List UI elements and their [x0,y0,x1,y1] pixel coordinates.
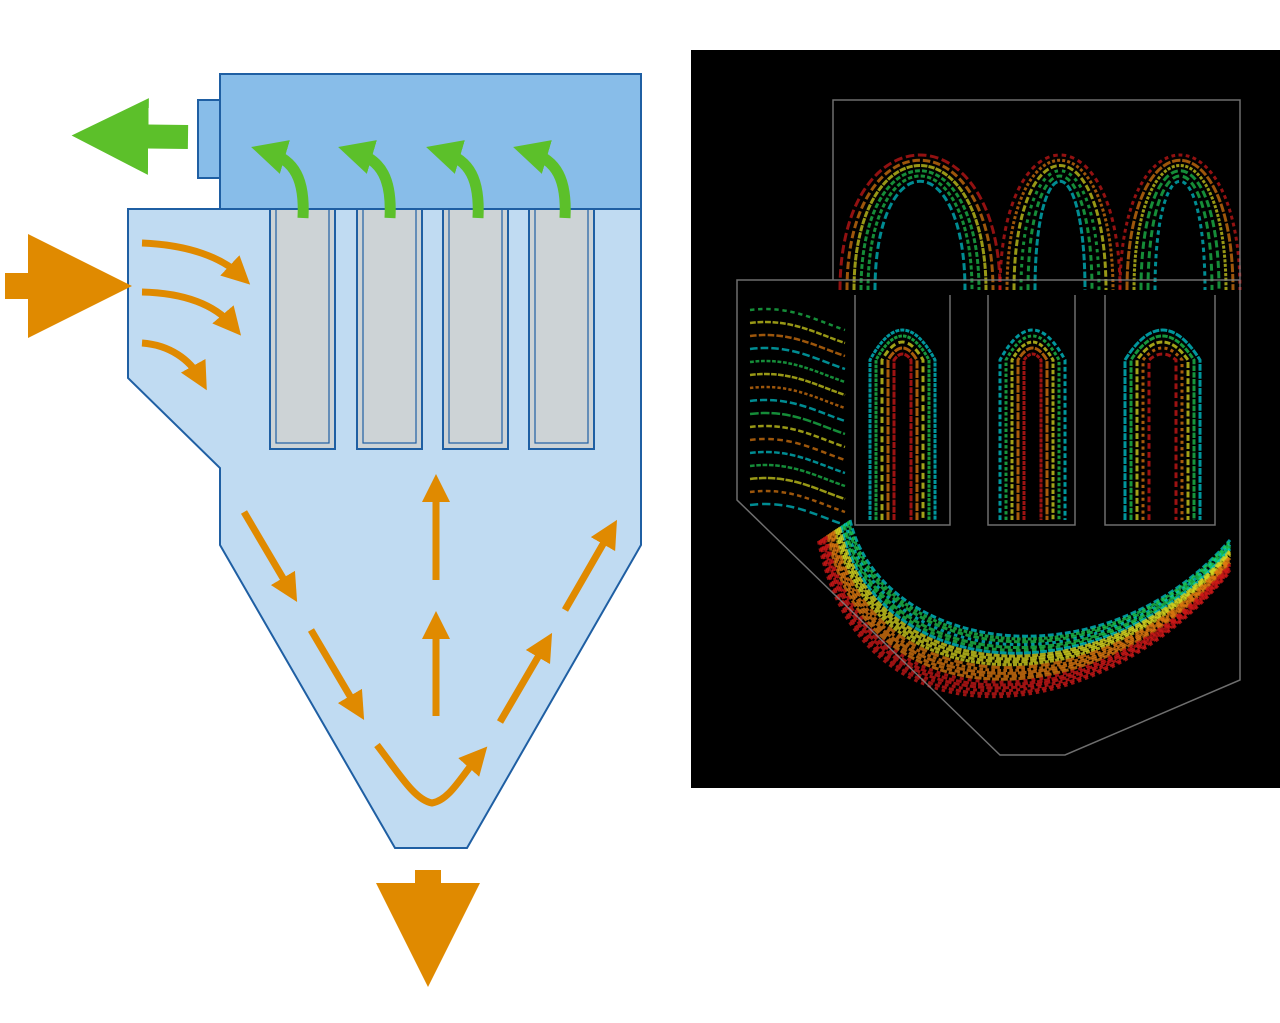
cfd-streamline [1146,174,1214,291]
cfd-streamline [749,333,846,358]
clean-air-plenum [219,73,642,210]
dirty-gas-arrows [5,234,617,987]
cfd-streamline [749,372,846,397]
cfd-streamline [848,519,1232,638]
cfd-streamline [835,528,1232,664]
cfd-streamline [1125,158,1235,291]
cfd-housing-outline [736,99,1241,756]
cfd-streamline [880,340,925,520]
cfd-bag-outline [987,295,1076,526]
schematic [5,73,642,987]
cfd-streamline [1141,346,1184,520]
flow-arrow [240,510,298,603]
clean-gas-arrows [71,98,571,219]
clean-gas-outlet-arrow [71,98,189,175]
cfd-streamline [749,450,846,475]
cfd-streamline [749,359,846,384]
cfd-streamline [749,437,846,462]
cfd-streamline [1033,180,1087,291]
cfd-streamline [873,179,967,291]
cfd-streamline [1005,158,1115,291]
cfd-streamline [749,463,846,488]
cfd-streamline [838,153,1002,291]
cfd-streamline [1118,153,1242,291]
cfd-streamline [1004,334,1061,520]
filter-bag [269,208,336,450]
cfd-streamline [1016,346,1049,520]
cfd-streamline [892,352,913,520]
cfd-streamline [826,534,1232,681]
cfd-streamline [824,535,1232,684]
clean-gas-arrow [426,140,484,219]
cfd-streamline [1139,169,1221,291]
flow-arrow [141,239,251,285]
cfd-streamline [847,520,1232,641]
cfd-streamline [818,539,1232,696]
cfd-bag-outline [854,295,951,526]
cfd-geometry-outline [736,99,1241,756]
cfd-streamline [845,521,1232,644]
cfd-streamline [868,328,937,520]
cfd-streamline [1012,164,1108,291]
cfd-streamlines [749,153,1242,699]
flow-arrow [561,519,617,612]
cfd-streamline [823,536,1232,687]
cfd-streamline [817,540,1232,699]
cfd-streamline [749,502,846,527]
cfd-streamline [844,522,1232,647]
cfd-streamline [852,164,988,291]
cfd-streamline [1123,328,1202,520]
cfd-streamline [845,158,995,291]
cfd-streamline [1019,169,1101,291]
flow-arrow [141,339,207,391]
clean-gas-arrow [338,140,396,219]
flow-arrow [496,632,553,724]
cfd-streamline [1010,340,1055,520]
cfd-streamline [1135,340,1190,520]
cfd-streamline [749,476,846,501]
cfd-streamline [842,523,1232,650]
cfd-streamline [866,174,974,291]
flow-arrow [141,288,242,336]
cfd-flow-simulation [691,50,1280,788]
cfd-streamline [749,411,846,436]
cfd-streamline [749,398,846,423]
cfd-streamline [836,527,1232,661]
filter-bag [356,208,423,450]
flow-arrow [307,628,365,721]
cfd-streamline [749,424,846,449]
cfd-streamline [859,169,981,291]
cfd-streamline [1153,180,1207,291]
clean-gas-arrow [513,140,571,219]
cfd-streamline [998,153,1122,291]
cfd-streamline [749,385,846,410]
clean-gas-arrow [251,140,309,219]
cfd-streamline [1147,352,1178,520]
filter-bag [442,208,509,450]
cfd-streamline [838,526,1232,658]
housing-body [127,208,642,849]
cfd-streamline [820,538,1232,693]
cfd-streamline [1129,334,1196,520]
cfd-bag-outline [1104,295,1216,526]
cfd-streamline [749,489,846,514]
filter-bags [269,208,595,450]
cfd-streamline [1132,164,1228,291]
flow-arrow [374,742,488,807]
outlet-stub [197,99,221,179]
cfd-streamline [998,328,1067,520]
filter-bag [528,208,595,450]
cfd-streamline [749,307,846,332]
cfd-streamline [1026,174,1094,291]
cfd-streamline [749,320,846,345]
cfd-streamline [749,346,846,371]
cfd-streamline [832,530,1232,670]
cfd-streamline [886,346,919,520]
cfd-streamline [874,334,931,520]
cfd-streamline [833,529,1232,667]
cfd-streamline [839,525,1232,655]
cfd-streamline [1022,352,1043,520]
cfd-streamline [829,532,1232,675]
